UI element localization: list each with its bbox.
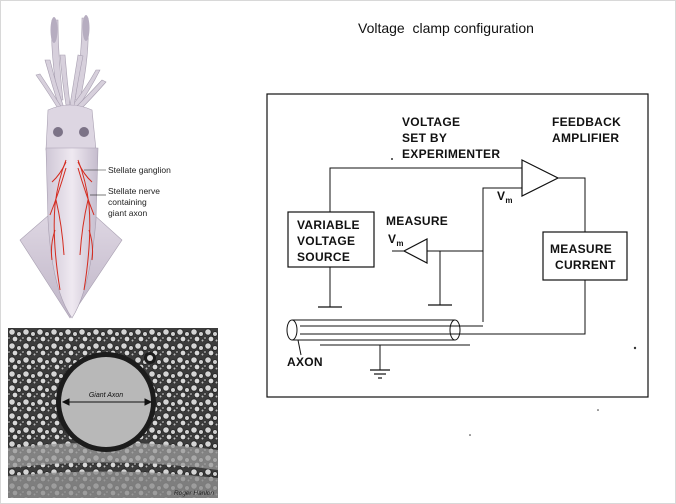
vm-main: V (497, 189, 505, 203)
wire-measure-vm-ground (427, 251, 440, 305)
variable-source-label-1: VARIABLE (297, 218, 360, 232)
feedback-amp-label-1: FEEDBACK (552, 115, 621, 129)
measure-vm-amplifier-symbol (404, 239, 427, 263)
feedback-amplifier-symbol (522, 160, 558, 196)
measure-current-label-1: MEASURE (550, 242, 612, 256)
ground-symbols (318, 305, 452, 378)
wire-source-to-amp (330, 168, 522, 212)
measure-vm-symbol: Vm (388, 232, 404, 248)
feedback-amp-label-2: AMPLIFIER (552, 131, 619, 145)
amp-vm-symbol: Vm (497, 189, 513, 205)
measure-vm-label: MEASURE (386, 214, 448, 228)
variable-source-label-3: SOURCE (297, 250, 350, 264)
axon-label: AXON (287, 355, 323, 369)
wire-vm-to-amp (483, 188, 522, 322)
axon-symbol (287, 320, 483, 355)
measure-current-box (543, 232, 627, 280)
wire-amp-to-current (558, 178, 585, 232)
measure-current-label-2: CURRENT (555, 258, 616, 272)
scan-specks (391, 158, 636, 436)
variable-source-label-2: VOLTAGE (297, 234, 355, 248)
voltage-set-label-2: SET BY (402, 131, 447, 145)
vm-main: V (388, 232, 396, 246)
vm-sub: m (396, 239, 403, 248)
vm-sub: m (505, 196, 512, 205)
voltage-set-label-3: EXPERIMENTER (402, 147, 500, 161)
voltage-set-label-1: VOLTAGE (402, 115, 460, 129)
axon-label-leader (298, 340, 301, 355)
